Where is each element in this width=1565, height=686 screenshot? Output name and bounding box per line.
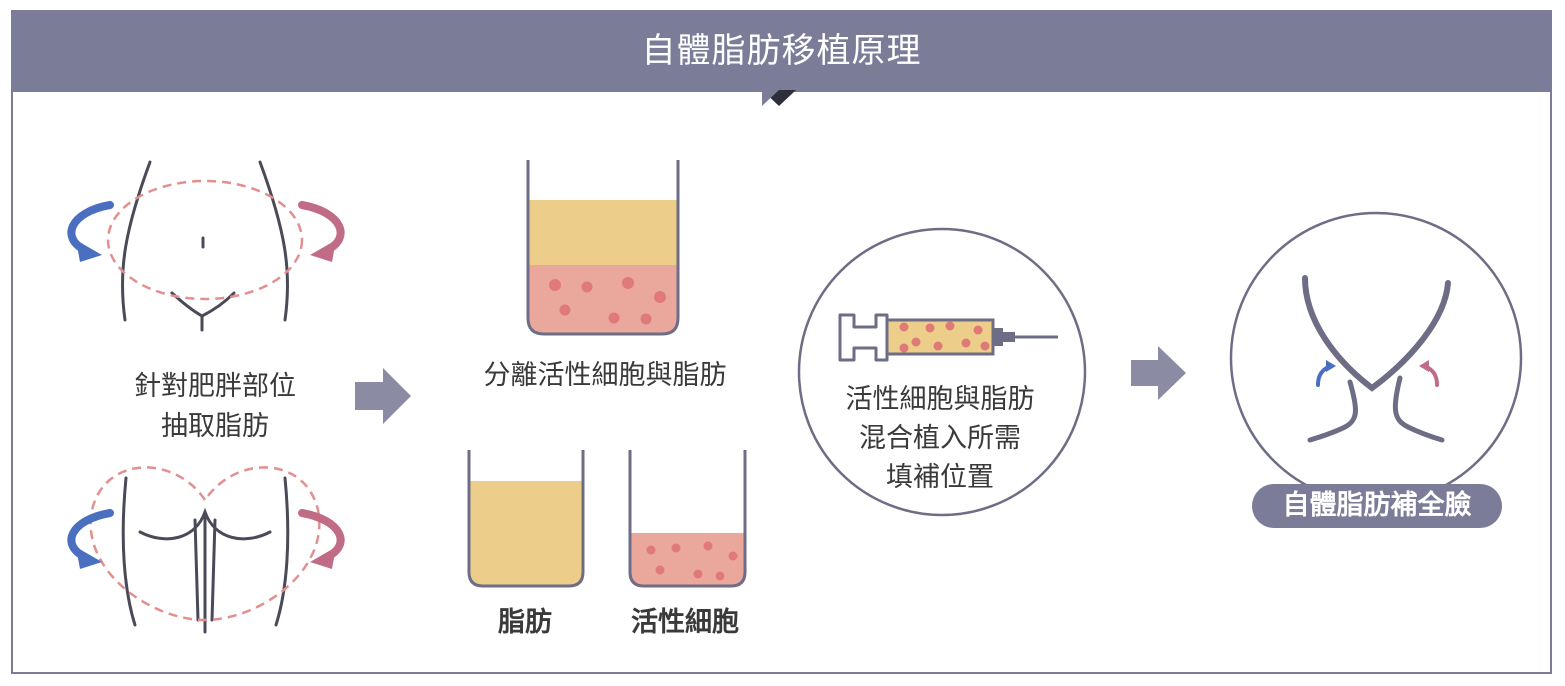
result-badge: 自體脂肪補全臉	[1252, 484, 1502, 528]
beaker-icon	[628, 450, 747, 588]
right-arrow-icon	[355, 368, 411, 424]
lift-arrow-icon	[1316, 360, 1336, 387]
back-outline	[121, 476, 290, 634]
syringe-circle	[797, 227, 1087, 517]
face-outline	[1302, 275, 1451, 443]
inject-label: 活性細胞與脂肪 混合植入所需 填補位置	[820, 380, 1060, 497]
lift-arrow-icon	[1419, 360, 1439, 387]
abdomen-dashed-area	[106, 179, 304, 301]
rotate-arrow-icon	[298, 201, 345, 262]
separate-label: 分離活性細胞與脂肪	[483, 360, 727, 391]
rotate-arrow-icon	[67, 201, 114, 262]
syringe-icon	[838, 313, 1058, 362]
beaker-icon	[526, 160, 680, 336]
rotate-arrow-icon	[298, 509, 345, 569]
abdomen-outline	[120, 160, 290, 332]
diagram-title: 自體脂肪移植原理	[641, 31, 922, 71]
header-bar: 自體脂肪移植原理	[11, 10, 1552, 92]
inject-label-line2: 混合植入所需	[859, 423, 1021, 454]
back-dashed-area	[89, 466, 321, 622]
beaker-icon	[467, 450, 585, 588]
extract-label-line2: 抽取脂肪	[161, 411, 269, 442]
right-arrow-icon	[1131, 346, 1186, 400]
inject-label-line3: 填補位置	[886, 462, 994, 493]
face-circle	[1229, 211, 1523, 505]
rotate-arrow-icon	[67, 509, 114, 569]
cell-label: 活性細胞	[631, 607, 739, 638]
fat-label: 脂肪	[498, 607, 552, 638]
extract-label-line1: 針對肥胖部位	[134, 371, 296, 402]
header-notch-shade	[762, 90, 779, 106]
extract-label: 針對肥胖部位 抽取脂肪	[100, 367, 330, 447]
inject-label-line1: 活性細胞與脂肪	[845, 384, 1035, 415]
